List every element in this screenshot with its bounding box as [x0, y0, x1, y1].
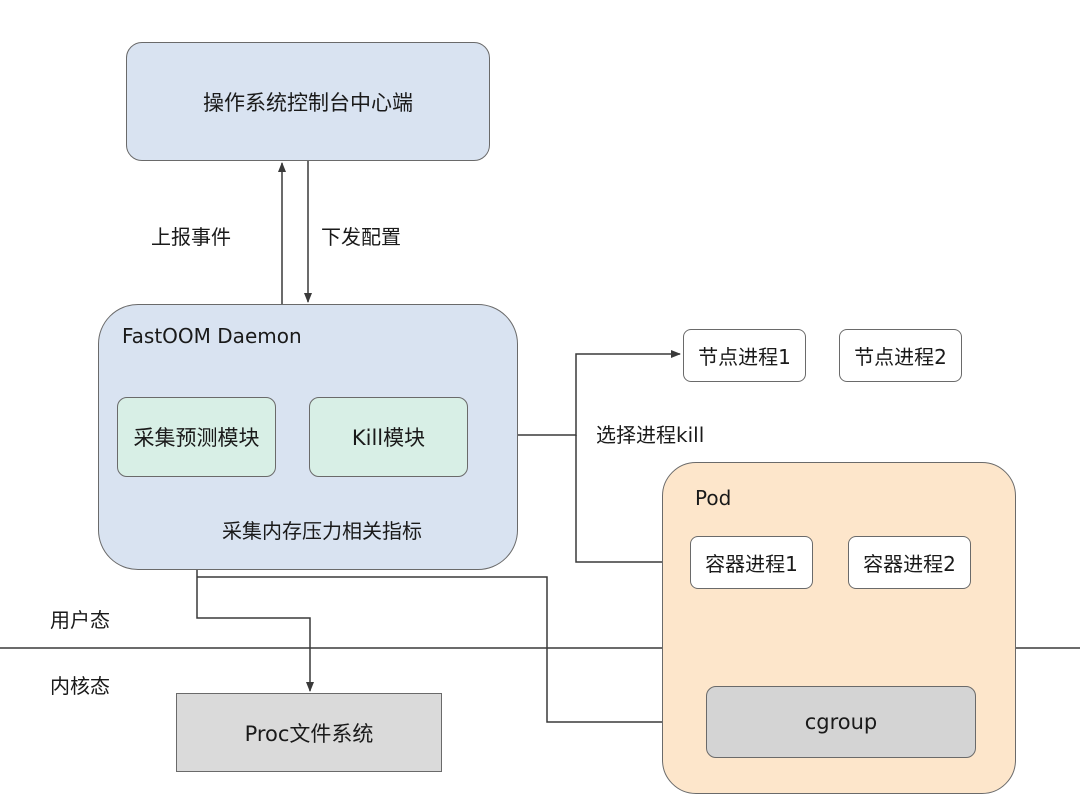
node-process-1-label: 节点进程1: [698, 345, 791, 369]
console-center-label: 操作系统控制台中心端: [203, 90, 413, 115]
report-events-label: 上报事件: [151, 225, 231, 249]
container-process-1-label: 容器进程1: [705, 552, 798, 576]
kill-module: Kill模块: [309, 397, 468, 477]
node-process-1: 节点进程1: [683, 329, 806, 382]
user-space-label: 用户态: [50, 608, 110, 632]
console-center-node: 操作系统控制台中心端: [126, 42, 490, 161]
proc-filesystem-label: Proc文件系统: [244, 721, 374, 746]
collect-to-cgroup-arrow: [197, 576, 704, 726]
container-process-2-label: 容器进程2: [863, 552, 956, 576]
fastoom-daemon-label: FastOOM Daemon: [122, 324, 302, 348]
select-kill-label: 选择进程kill: [596, 423, 705, 447]
push-config-label: 下发配置: [321, 225, 401, 249]
node-process-2: 节点进程2: [839, 329, 962, 382]
cgroup-node: cgroup: [706, 686, 976, 758]
pod-label: Pod: [695, 486, 732, 510]
collect-predict-module-label: 采集预测模块: [133, 426, 260, 450]
container-process-1: 容器进程1: [690, 536, 813, 589]
kill-to-node-proc-arrow: [468, 350, 681, 436]
daemon-caption: 采集内存压力相关指标: [222, 519, 422, 543]
cgroup-label: cgroup: [804, 710, 878, 734]
node-process-2-label: 节点进程2: [854, 345, 947, 369]
proc-filesystem-node: Proc文件系统: [176, 693, 442, 772]
kernel-space-label: 内核态: [50, 674, 110, 698]
collect-predict-module: 采集预测模块: [117, 397, 276, 477]
kill-module-label: Kill模块: [351, 426, 426, 450]
kill-to-container-proc-arrow: [575, 435, 688, 566]
container-process-2: 容器进程2: [848, 536, 971, 589]
